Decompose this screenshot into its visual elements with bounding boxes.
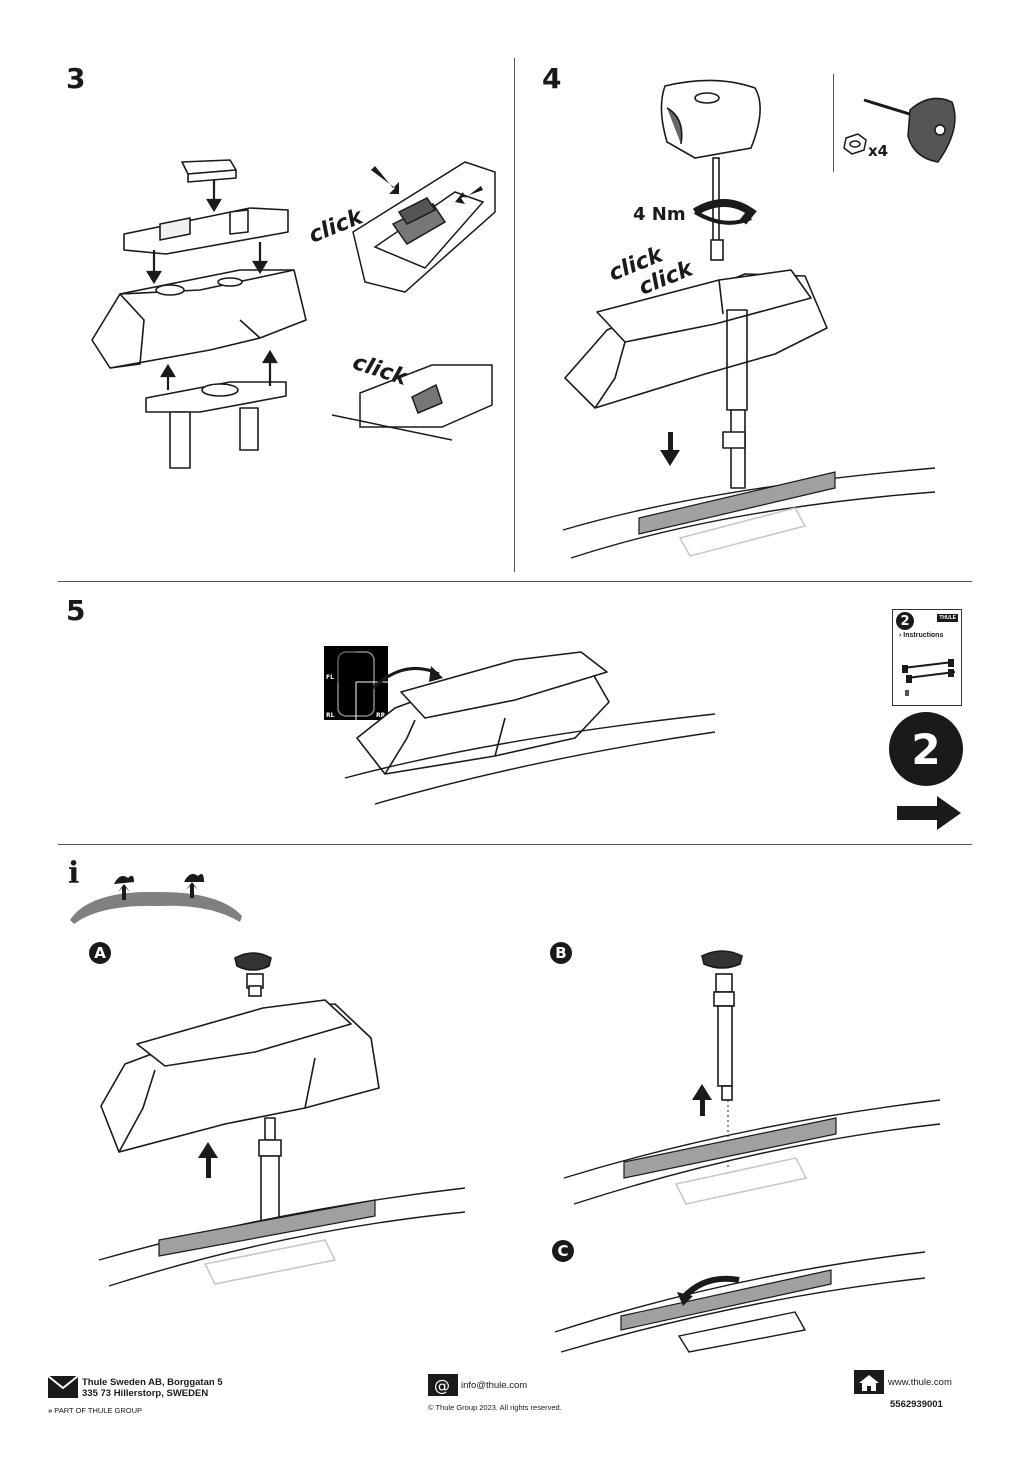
- next-instructions-booklet[interactable]: 2 THULE › Instructions: [892, 609, 962, 706]
- roof-curve-info-icon: [70, 874, 242, 924]
- mail-icon: [47, 1375, 79, 1398]
- position-label-rr: RR: [376, 712, 386, 719]
- roof-bars-icon: [902, 659, 956, 683]
- step-3-click-detail-bottom: [331, 364, 493, 441]
- divider-horizontal-1: [58, 581, 972, 582]
- booklet-number-badge: 2: [896, 612, 914, 630]
- step-4-quantity-text: x4: [868, 142, 889, 160]
- booklet-small-part-icon: [905, 690, 909, 696]
- sub-step-c-illustration: [554, 1251, 926, 1353]
- booklet-label-text: Instructions: [903, 632, 944, 639]
- footer-email[interactable]: info@thule.com: [461, 1380, 528, 1391]
- booklet-label: › Instructions: [899, 632, 944, 639]
- footer-doc-number: 5562939001: [890, 1399, 943, 1410]
- next-step-number-circle: 2: [889, 712, 963, 786]
- step-3-exploded-footpad-illustration: [91, 159, 307, 469]
- divider-horizontal-2: [58, 844, 972, 845]
- sub-step-b-badge: B: [550, 942, 572, 964]
- step-3-number: 3: [66, 62, 86, 95]
- home-icon: [854, 1370, 884, 1394]
- footer-address-line2: 335 73 Hillerstorp, SWEDEN: [82, 1388, 209, 1399]
- footer-website[interactable]: www.thule.com: [888, 1377, 952, 1388]
- step-4-torque-value: 4 Nm: [633, 204, 686, 225]
- step-5-number: 5: [66, 594, 86, 627]
- sub-step-a-badge: A: [89, 942, 111, 964]
- chevron-right-icon: »: [48, 1406, 53, 1415]
- info-icon: i: [68, 856, 80, 891]
- position-label-rl: RL: [326, 712, 335, 719]
- footer-address: Thule Sweden AB, Borggatan 5 335 73 Hill…: [82, 1377, 223, 1399]
- email-icon: @: [428, 1374, 458, 1396]
- sub-step-b-illustration: [563, 950, 941, 1205]
- step-4-number: 4: [542, 62, 562, 95]
- position-label-fl: FL: [326, 674, 334, 681]
- divider-vertical-tool: [833, 74, 834, 172]
- footer-group: » PART OF THULE GROUP: [48, 1406, 142, 1415]
- next-arrow-icon[interactable]: [897, 796, 961, 830]
- footer-copyright: © Thule Group 2023. All rights reserved.: [428, 1403, 562, 1412]
- step-5-foot-on-rail-illustration: [344, 651, 716, 805]
- sub-step-a-illustration: [98, 952, 466, 1287]
- svg-text:@: @: [434, 1376, 450, 1395]
- step-4-tool-and-nut-icon: [843, 97, 956, 163]
- divider-vertical-top: [514, 58, 515, 572]
- step-3-click-detail-top: [352, 161, 496, 293]
- sub-step-c-badge: C: [552, 1240, 574, 1262]
- step-4-torque-tool-illustration: [562, 79, 936, 559]
- booklet-brand-logo: THULE: [937, 614, 958, 622]
- footer-address-line1: Thule Sweden AB, Borggatan 5: [82, 1377, 223, 1388]
- footer-group-text: PART OF THULE GROUP: [54, 1406, 143, 1415]
